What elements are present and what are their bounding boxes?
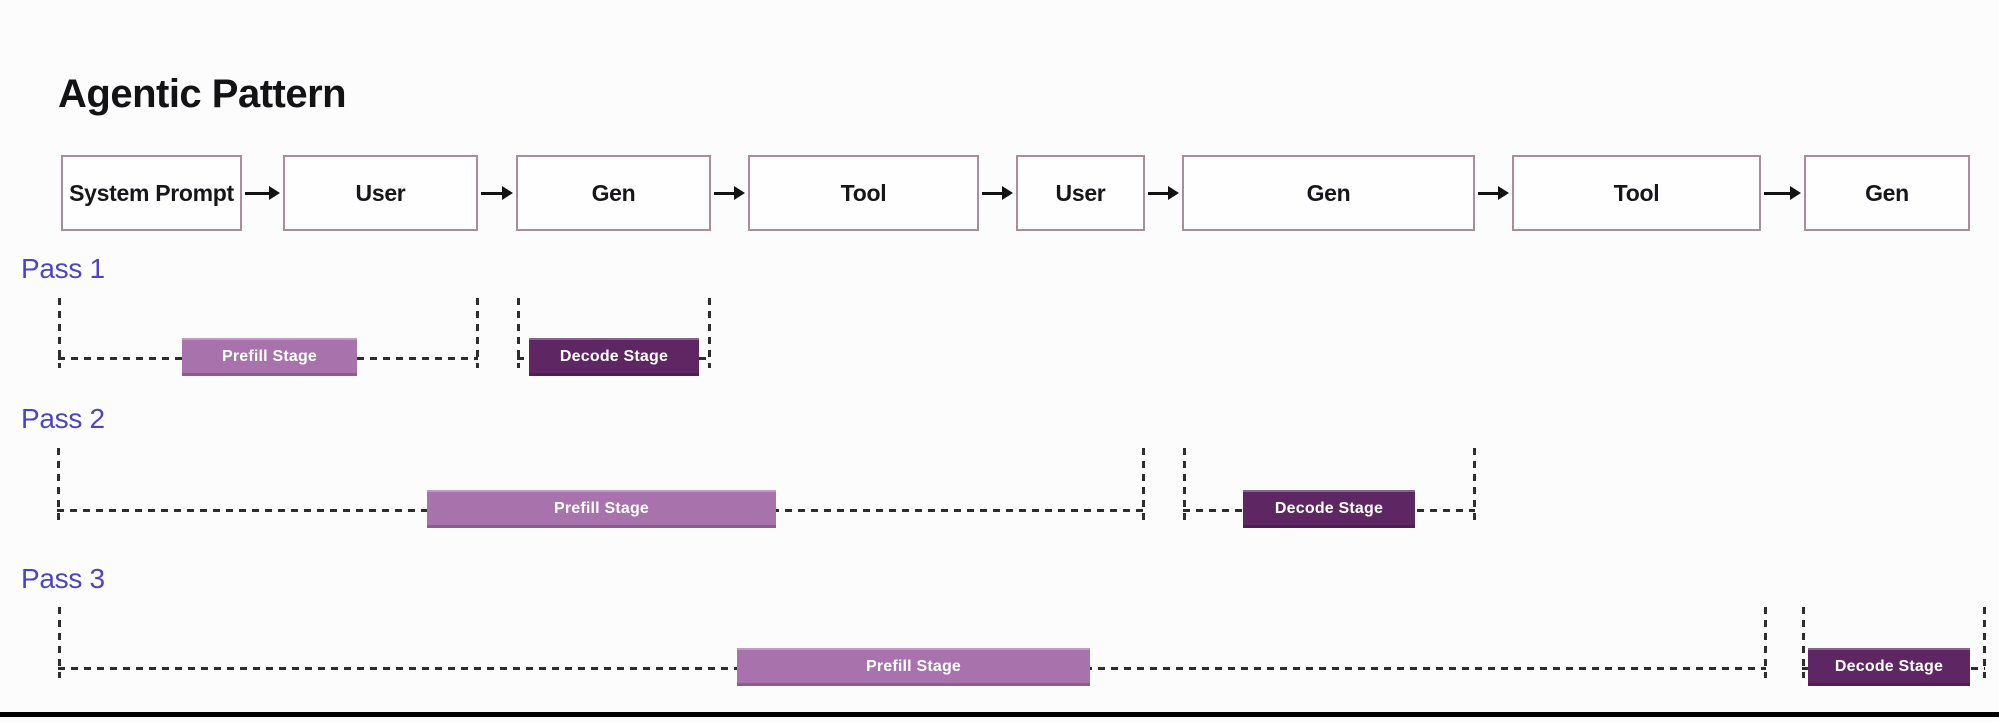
pass-1-label: Pass 1 xyxy=(21,253,105,284)
flow-arrow-3 xyxy=(714,186,745,200)
prefill-span-pass-2-right-edge xyxy=(1142,448,1145,520)
arrow-shaft xyxy=(245,191,271,195)
decode-span-pass-1-right-edge xyxy=(708,298,711,368)
arrow-shaft xyxy=(1764,191,1792,195)
bottom-rule xyxy=(0,712,1999,717)
prefill-span-pass-2-left-edge xyxy=(57,448,60,520)
flow-arrow-6 xyxy=(1478,186,1509,200)
flow-box-system-prompt-1: System Prompt xyxy=(61,155,242,231)
arrow-head-icon xyxy=(1498,186,1509,200)
flow-box-user-5: User xyxy=(1016,155,1145,231)
flow-box-gen-6: Gen xyxy=(1182,155,1475,231)
pass-3-label: Pass 3 xyxy=(21,563,105,594)
flow-box-tool-7: Tool xyxy=(1512,155,1761,231)
flow-arrow-5 xyxy=(1148,186,1179,200)
prefill-span-pass-1-right-edge xyxy=(476,298,479,368)
flow-arrow-7 xyxy=(1764,186,1801,200)
flow-box-user-2: User xyxy=(283,155,478,231)
prefill-span-pass-3-left-edge xyxy=(58,607,61,678)
arrow-head-icon xyxy=(1168,186,1179,200)
flow-arrow-1 xyxy=(245,186,280,200)
arrow-shaft xyxy=(481,191,504,195)
arrow-head-icon xyxy=(269,186,280,200)
arrow-head-icon xyxy=(1002,186,1013,200)
flow-box-gen-8: Gen xyxy=(1804,155,1970,231)
decode-span-pass-1-left-edge xyxy=(517,298,520,368)
decode-span-pass-3-right-edge xyxy=(1983,607,1986,678)
arrow-shaft xyxy=(1148,191,1170,195)
prefill-stage-bar-pass-1: Prefill Stage xyxy=(182,338,357,376)
arrow-shaft xyxy=(1478,191,1500,195)
flow-arrow-2 xyxy=(481,186,513,200)
arrow-head-icon xyxy=(1790,186,1801,200)
diagram-title: Agentic Pattern xyxy=(58,72,347,116)
decode-stage-bar-pass-1: Decode Stage xyxy=(529,338,699,376)
flow-box-gen-3: Gen xyxy=(516,155,711,231)
arrow-head-icon xyxy=(734,186,745,200)
decode-span-pass-2-left-edge xyxy=(1183,448,1186,520)
prefill-span-pass-1-left-edge xyxy=(58,298,61,368)
pass-2-label: Pass 2 xyxy=(21,403,105,434)
arrow-head-icon xyxy=(502,186,513,200)
decode-stage-bar-pass-3: Decode Stage xyxy=(1808,648,1970,686)
prefill-span-pass-3-right-edge xyxy=(1764,607,1767,678)
prefill-stage-bar-pass-3: Prefill Stage xyxy=(737,648,1090,686)
flow-box-tool-4: Tool xyxy=(748,155,979,231)
arrow-shaft xyxy=(982,191,1004,195)
decode-span-pass-3-left-edge xyxy=(1802,607,1805,678)
arrow-shaft xyxy=(714,191,736,195)
decode-span-pass-2-right-edge xyxy=(1473,448,1476,520)
flow-arrow-4 xyxy=(982,186,1013,200)
prefill-stage-bar-pass-2: Prefill Stage xyxy=(427,490,776,528)
decode-stage-bar-pass-2: Decode Stage xyxy=(1243,490,1415,528)
